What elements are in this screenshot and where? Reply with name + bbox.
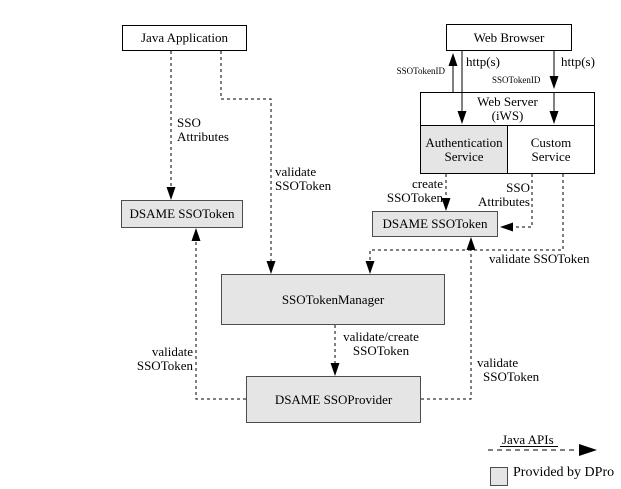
- label-http-left: http(s): [466, 54, 500, 69]
- custom-service-line1: Custom: [530, 134, 572, 150]
- arrowhead-into-ssotoken-right-side: [500, 222, 513, 232]
- web-browser-box: Web Browser: [446, 24, 572, 51]
- edge-java-to-manager: [220, 51, 272, 262]
- label-sso-attributes-left: SSO Attributes: [177, 116, 229, 144]
- label-validate-left-provider: validate SSOToken: [128, 345, 193, 373]
- dsame-ssotoken-left-box: DSAME SSOToken: [121, 200, 243, 228]
- authentication-service-line1: Authentication: [425, 134, 503, 150]
- label-create-ssotoken-2: SSOToken: [386, 190, 443, 205]
- label-validate-right-provider-2: SSOToken: [483, 369, 540, 384]
- label-sso-attributes-right-1: SSO: [506, 180, 530, 195]
- arrowhead-into-manager-left: [266, 261, 276, 274]
- label-validate-from-java: validate SSOToken: [275, 165, 331, 193]
- ssotokenmanager-label: SSOTokenManager: [281, 291, 385, 307]
- arrowhead-into-browser-bottom: [448, 53, 458, 66]
- web-server-services-row: Authentication Service Custom Service: [421, 125, 594, 173]
- label-validate-custom-service: validate SSOToken: [489, 251, 590, 266]
- arrowhead-legend-java-apis: [579, 444, 597, 456]
- arrowhead-into-manager-right: [365, 261, 375, 274]
- label-create-ssotoken-1: create: [411, 176, 443, 191]
- custom-service-line2: Service: [531, 148, 571, 164]
- label-validate-left-provider-1: validate: [151, 344, 193, 359]
- label-validate-right-provider-1: validate: [477, 355, 519, 370]
- ssotokenmanager-box: SSOTokenManager: [221, 274, 445, 325]
- label-http-right: http(s): [561, 54, 595, 69]
- label-validate-create-manager-1: validate/create: [343, 329, 419, 344]
- label-sso-attributes-left-1: SSO: [177, 115, 201, 130]
- arrowhead-into-ssotoken-left-top: [166, 187, 176, 200]
- label-create-ssotoken: create SSOToken: [371, 177, 443, 205]
- dsame-ssotoken-right-box: DSAME SSOToken: [372, 211, 498, 237]
- arrowhead-into-webserver-top: [549, 76, 559, 89]
- dsame-ssotoken-right-label: DSAME SSOToken: [382, 216, 488, 231]
- label-sso-attributes-right: SSO Attributes: [460, 181, 530, 209]
- web-server-box: Web Server (iWS) Authentication Service …: [420, 92, 595, 174]
- label-validate-from-java-2: SSOToken: [275, 178, 332, 193]
- authentication-service-line2: Service: [444, 148, 484, 164]
- legend-provided-by-label: Provided by DPro: [513, 465, 615, 480]
- legend-java-apis-label: Java APIs: [502, 432, 554, 447]
- java-application-box: Java Application: [122, 25, 247, 51]
- label-validate-create-manager-2: SSOToken: [352, 343, 410, 358]
- web-server-title-line2: (iWS): [491, 108, 524, 123]
- label-validate-create-manager: validate/create SSOToken: [337, 330, 425, 358]
- label-validate-left-provider-2: SSOToken: [136, 358, 193, 373]
- arrowhead-into-ssotoken-right-bottom: [466, 237, 476, 250]
- java-application-label: Java Application: [140, 30, 228, 45]
- legend-provided-swatch: [490, 467, 508, 486]
- web-server-title: Web Server (iWS): [421, 93, 594, 125]
- authentication-service-box: Authentication Service: [421, 126, 508, 173]
- custom-service-box: Custom Service: [508, 126, 594, 173]
- dsame-ssoprovider-label: DSAME SSOProvider: [274, 391, 393, 407]
- label-sso-attributes-left-2: Attributes: [177, 129, 229, 144]
- label-sso-attributes-right-2: Attributes: [478, 194, 530, 209]
- dsame-ssotoken-left-label: DSAME SSOToken: [129, 206, 235, 221]
- web-browser-label: Web Browser: [473, 29, 545, 45]
- label-ssotokenid-left: SSOTokenID: [396, 66, 445, 76]
- label-validate-right-provider: validate SSOToken: [477, 356, 539, 384]
- arrowhead-into-provider-top: [330, 363, 340, 376]
- label-ssotokenid-right: SSOTokenID: [492, 75, 541, 85]
- dsame-ssoprovider-box: DSAME SSOProvider: [246, 376, 421, 423]
- label-validate-from-java-1: validate: [275, 164, 317, 179]
- arrowhead-into-ssotoken-left-bottom: [191, 228, 201, 241]
- web-server-title-line1: Web Server: [477, 94, 538, 109]
